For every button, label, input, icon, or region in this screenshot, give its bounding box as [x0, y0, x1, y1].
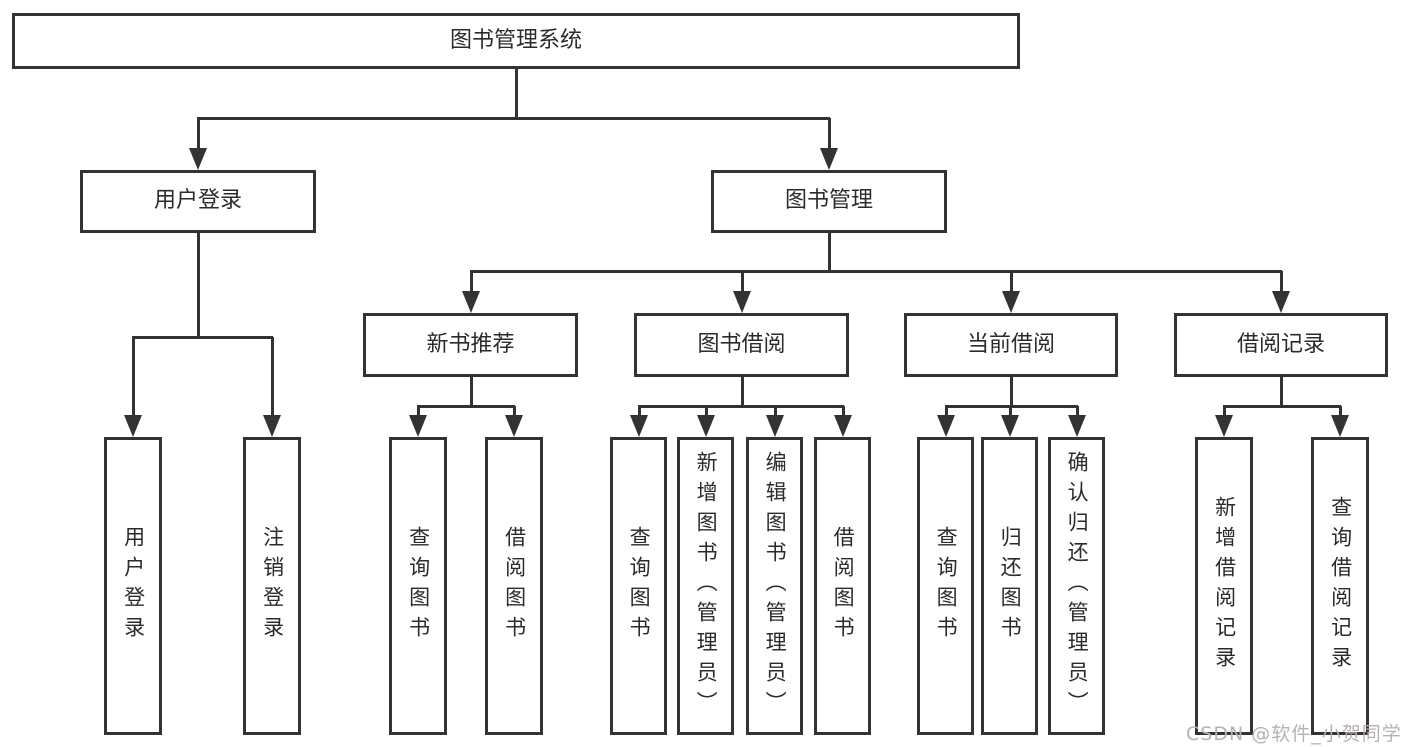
edge-current-borrowing-stem [1010, 377, 1013, 408]
arrowhead-icon [1331, 415, 1349, 437]
node-query-books-current: 查询图书 [917, 437, 974, 735]
edge-current-borrowing-confirm-return-admin-line [1076, 406, 1079, 419]
edge-new-book-rec-stem [470, 377, 473, 408]
edge-book-mgmt-new-book-rec-line [470, 271, 473, 295]
edge-book-mgmt-bar [470, 270, 1282, 273]
edge-book-mgmt-current-borrowing-line [1010, 271, 1013, 295]
watermark: CSDN @软件_小贺同学 [1186, 723, 1402, 745]
edge-book-borrowing-query-books-borrow-line [638, 406, 641, 419]
arrowhead-icon [834, 415, 852, 437]
edge-book-borrowing-bar [638, 405, 844, 408]
edge-borrowing-records-stem [1280, 377, 1283, 408]
edge-root-book-mgmt-line [828, 118, 831, 152]
arrowhead-icon [409, 415, 427, 437]
node-book-borrowing: 图书借阅 [634, 313, 849, 377]
arrowhead-icon [630, 415, 648, 437]
edge-root-bar [197, 117, 830, 120]
arrowhead-icon [937, 415, 955, 437]
edge-current-borrowing-query-books-current-line [945, 406, 948, 419]
edge-root-stem [515, 69, 518, 120]
edge-borrowing-records-add-borrow-record-line [1223, 406, 1226, 419]
edge-borrowing-records-bar [1223, 405, 1341, 408]
node-book-mgmt: 图书管理 [711, 170, 947, 233]
arrowhead-icon [189, 148, 207, 170]
edge-new-book-rec-borrow-books-rec-line [513, 406, 516, 419]
arrowhead-icon [263, 415, 281, 437]
edge-borrowing-records-query-borrow-record-line [1339, 406, 1342, 419]
node-add-borrow-record: 新增借阅记录 [1195, 437, 1253, 735]
node-root: 图书管理系统 [12, 13, 1020, 69]
arrowhead-icon [820, 148, 838, 170]
edge-new-book-rec-bar [417, 405, 515, 408]
node-query-borrow-record: 查询借阅记录 [1311, 437, 1369, 735]
edge-user-login-bar [132, 336, 273, 339]
node-confirm-return-admin: 确认归还（管理员） [1048, 437, 1105, 735]
node-add-books-admin: 新增图书（管理员） [677, 437, 734, 735]
arrowhead-icon [1068, 415, 1086, 437]
arrowhead-icon [1001, 415, 1019, 437]
node-current-borrowing: 当前借阅 [904, 313, 1118, 377]
edge-book-borrowing-edit-books-admin-line [774, 406, 777, 419]
arrowhead-icon [505, 415, 523, 437]
edge-book-borrowing-borrow-books-borrow-line [842, 406, 845, 419]
edge-new-book-rec-query-books-rec-line [417, 406, 420, 419]
node-user-login: 用户登录 [80, 170, 316, 233]
edge-book-borrowing-stem [741, 377, 744, 408]
node-borrow-books-rec: 借阅图书 [485, 437, 543, 735]
node-borrowing-records: 借阅记录 [1174, 313, 1388, 377]
arrowhead-icon [1272, 291, 1290, 313]
node-logout-action: 注销登录 [243, 437, 301, 735]
node-new-book-rec: 新书推荐 [363, 313, 578, 377]
edge-book-borrowing-add-books-admin-line [705, 406, 708, 419]
edge-book-mgmt-stem [828, 233, 831, 273]
edge-user-login-logout-action-line [271, 337, 274, 419]
edge-root-user-login-line [197, 118, 200, 152]
node-return-books: 归还图书 [981, 437, 1038, 735]
node-query-books-borrow: 查询图书 [610, 437, 667, 735]
node-user-login-action: 用户登录 [104, 437, 162, 735]
arrowhead-icon [1002, 291, 1020, 313]
node-edit-books-admin: 编辑图书（管理员） [746, 437, 803, 735]
edge-book-mgmt-borrowing-records-line [1280, 271, 1283, 295]
arrowhead-icon [124, 415, 142, 437]
arrowhead-icon [462, 291, 480, 313]
node-borrow-books-borrow: 借阅图书 [814, 437, 871, 735]
edge-user-login-stem [197, 233, 200, 339]
node-query-books-rec: 查询图书 [389, 437, 447, 735]
edge-book-mgmt-book-borrowing-line [741, 271, 744, 295]
edge-user-login-user-login-action-line [132, 337, 135, 419]
arrowhead-icon [733, 291, 751, 313]
arrowhead-icon [697, 415, 715, 437]
arrowhead-icon [766, 415, 784, 437]
arrowhead-icon [1215, 415, 1233, 437]
edge-current-borrowing-return-books-line [1009, 406, 1012, 419]
